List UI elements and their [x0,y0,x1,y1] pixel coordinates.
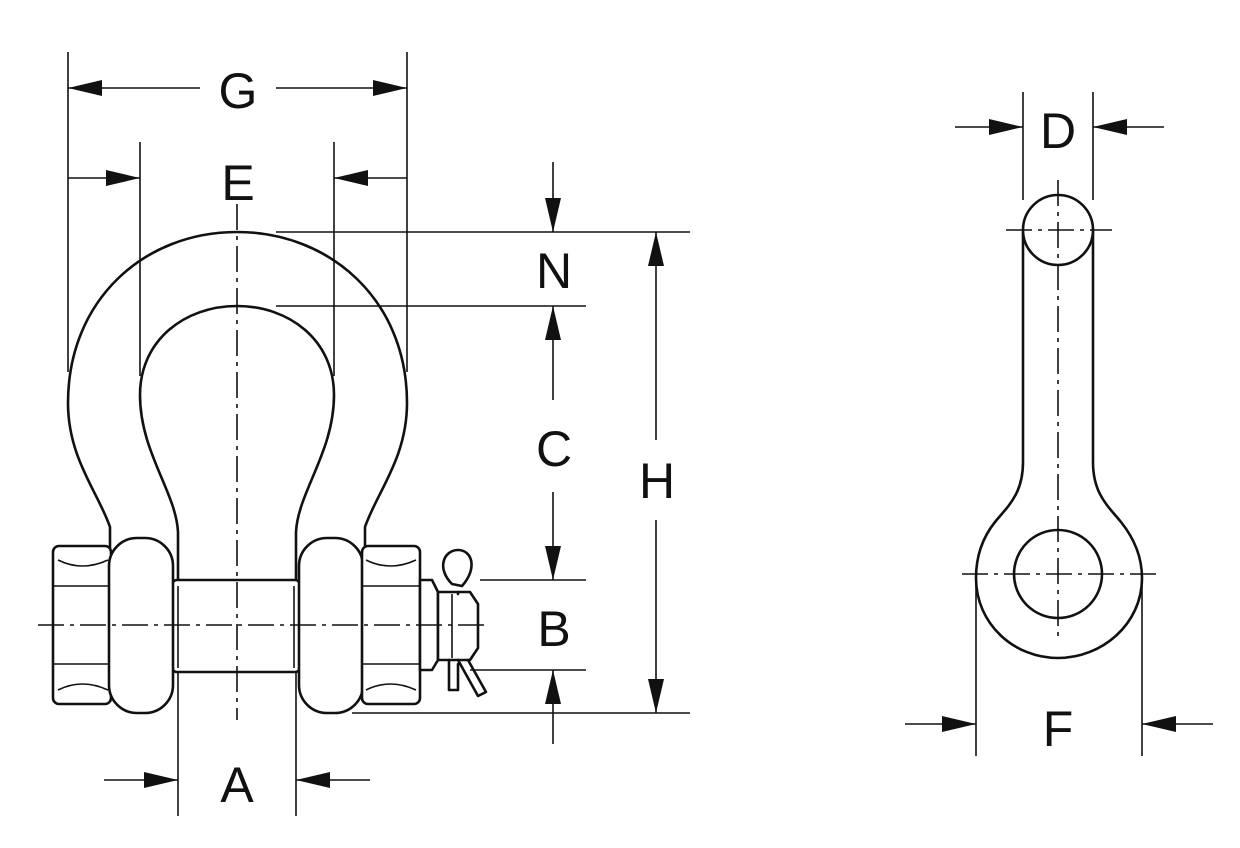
dimension-c: C [536,306,572,580]
dimension-f: F [905,580,1213,757]
dimension-a: A [104,672,370,816]
dimension-n: N [276,162,690,307]
shackle-front-view [38,204,490,720]
dimension-h: H [352,232,690,714]
bow-outer-outline [66,230,409,550]
label-b: B [537,601,570,657]
label-n: N [536,243,572,299]
dimension-d: D [955,92,1164,200]
label-a: A [220,757,254,813]
side-view-outline [974,230,1144,660]
label-f: F [1043,701,1074,757]
label-d: D [1040,103,1076,159]
dimension-g: G [67,52,408,372]
dimension-b: B [470,579,586,744]
label-g: G [219,63,258,119]
cotter-pin [418,548,488,698]
shackle-side-view [962,180,1156,660]
dimension-e: E [68,142,407,376]
label-h: H [639,453,675,509]
label-e: E [221,155,254,211]
bolt-shank [170,578,302,674]
label-c: C [536,421,572,477]
